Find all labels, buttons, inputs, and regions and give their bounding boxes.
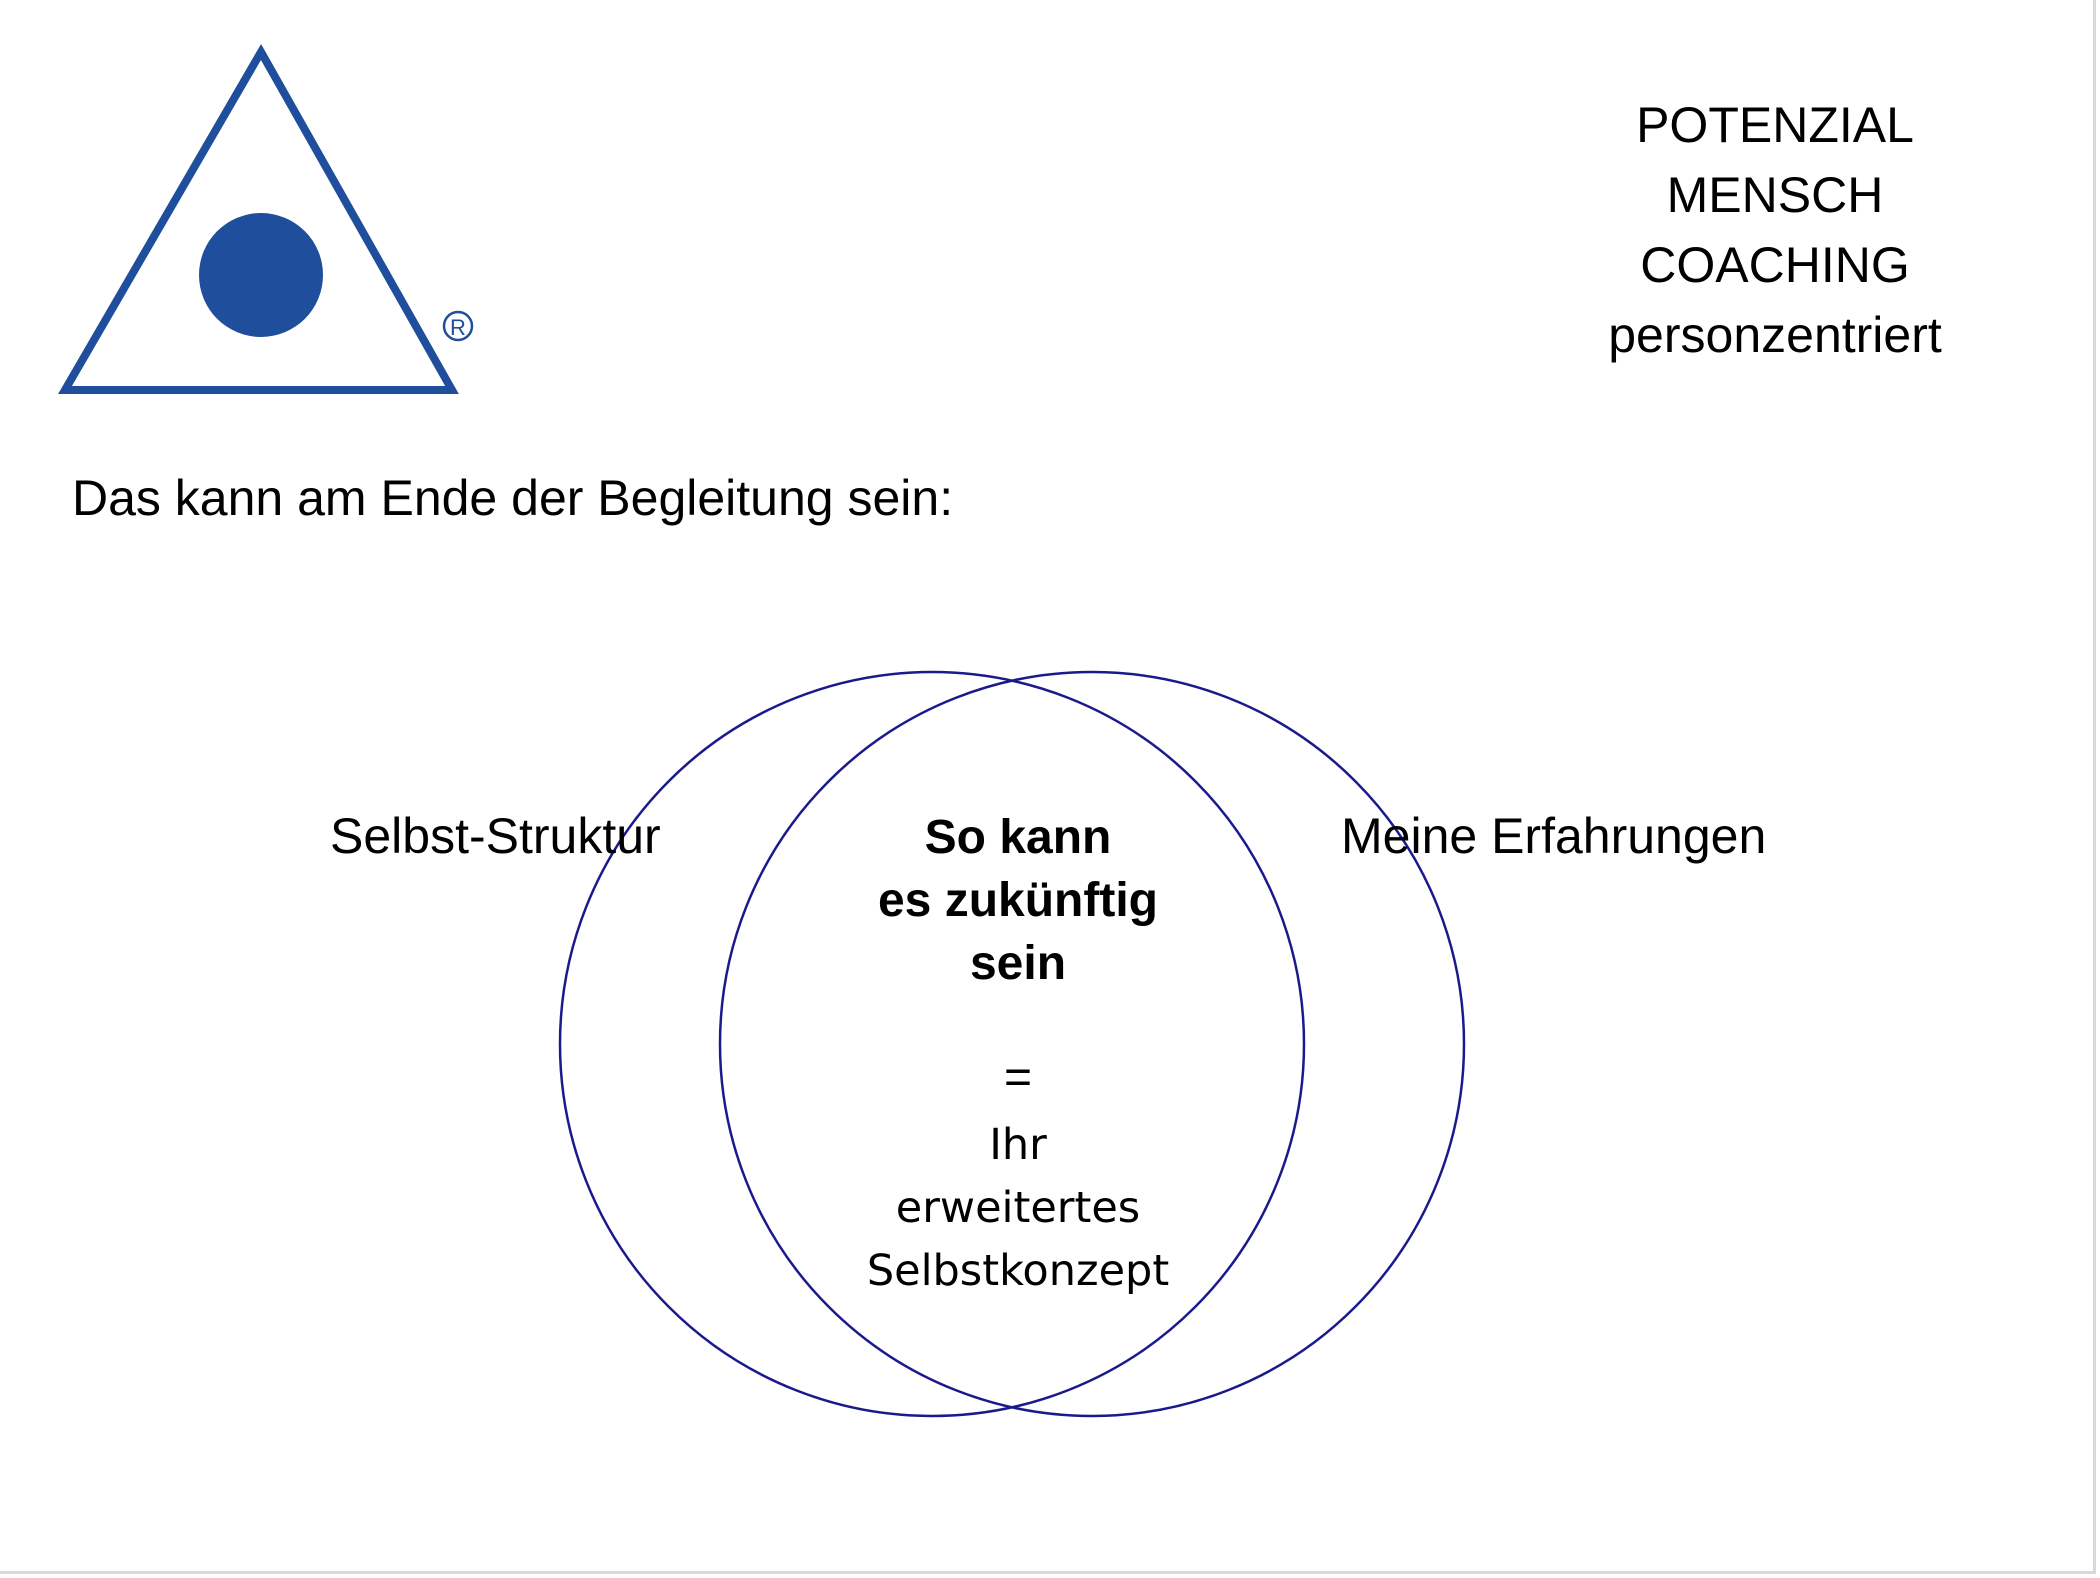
venn-label-self-structure: Selbst-Struktur [330, 808, 661, 864]
brand-title: POTENZIAL MENSCH COACHING personzentrier… [1530, 90, 2020, 370]
intersection-heading: So kann es zukünftig sein [818, 806, 1218, 995]
triangle-with-dot-logo-icon: R [58, 43, 474, 394]
brand-line: MENSCH [1666, 167, 1884, 223]
intersection-description-line: Selbstkonzept [866, 1246, 1170, 1296]
venn-circle-self-structure [558, 670, 1306, 1418]
intersection-heading-line: es zukünftig [877, 874, 1158, 927]
intersection-description-line: Ihr [989, 1120, 1047, 1170]
registered-mark: R [450, 315, 466, 340]
venn-label-experiences: Meine Erfahrungen [1341, 808, 1767, 864]
brand-line: POTENZIAL [1636, 97, 1914, 153]
intro-heading: Das kann am Ende der Begleitung sein: [72, 470, 954, 526]
logo-triangle [58, 43, 459, 394]
equals-sign: = [1003, 1051, 1033, 1104]
registered-mark-circle [442, 310, 474, 342]
venn-intersection-text: So kann es zukünftig sein = Ihr erweiter… [818, 806, 1218, 1303]
logo-dot [199, 213, 323, 337]
intersection-heading-line: So kann [924, 811, 1112, 864]
intersection-heading-line: sein [969, 937, 1067, 990]
venn-circle-experiences [718, 670, 1466, 1418]
brand-line: COACHING [1640, 237, 1910, 293]
intersection-description-line: erweitertes [895, 1183, 1141, 1233]
brand-line: personzentriert [1608, 307, 1942, 363]
intersection-description: Ihr erweitertes Selbstkonzept [818, 1114, 1218, 1303]
